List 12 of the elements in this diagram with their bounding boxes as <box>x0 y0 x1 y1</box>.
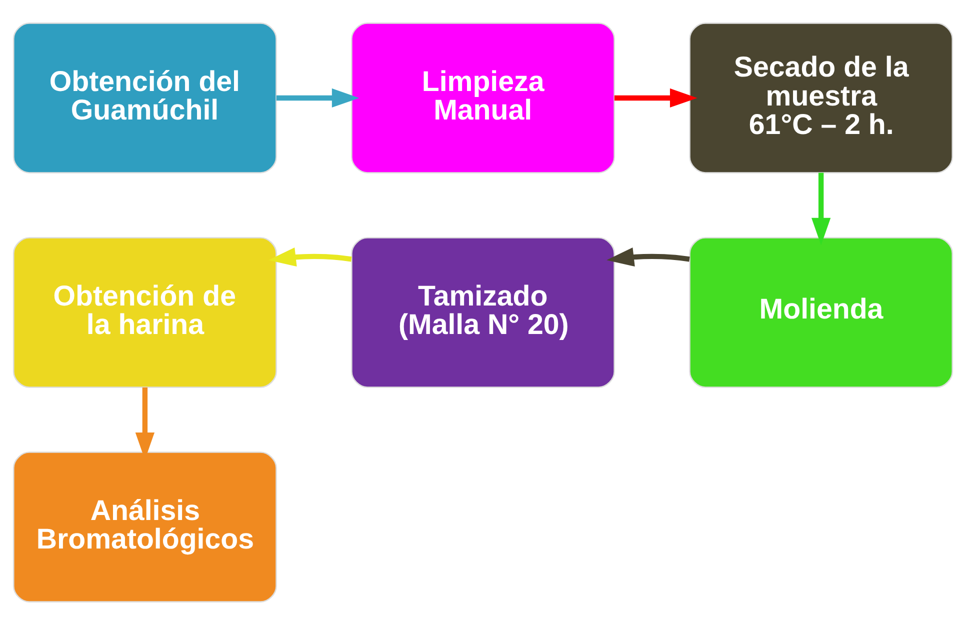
node-box: Análisis Bromatológicos <box>12 451 277 602</box>
node-box: Secado de la muestra 61°C – 2 h. <box>689 22 954 173</box>
arrow <box>606 246 690 266</box>
node-box: Molienda <box>689 236 954 388</box>
arrow <box>276 88 360 108</box>
node-box: Obtención de la harina <box>12 236 277 388</box>
arrow <box>268 246 352 266</box>
arrow <box>614 88 698 108</box>
node-box: Obtención del Guamúchil <box>12 22 277 173</box>
node-box: Limpieza Manual <box>351 22 615 173</box>
node-box: Tamizado (Malla N° 20) <box>351 236 615 388</box>
arrow <box>811 172 831 245</box>
